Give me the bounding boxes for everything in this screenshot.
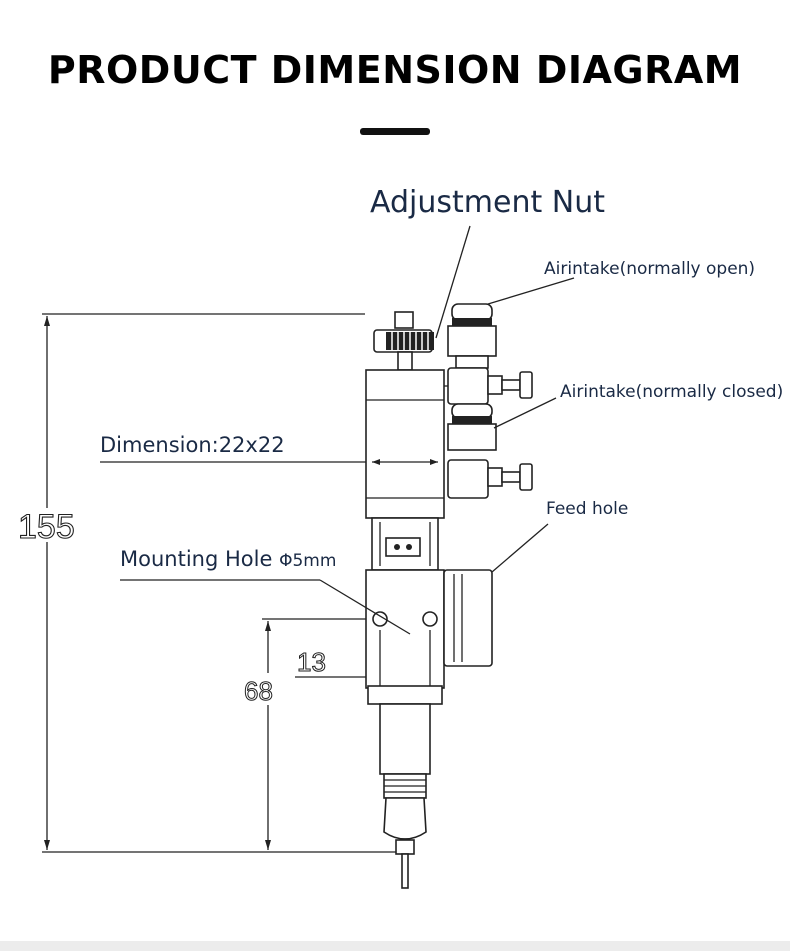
valve-body xyxy=(365,303,533,889)
total-height-value: 155 xyxy=(18,508,75,546)
footer-strip xyxy=(0,941,790,951)
leader-lines xyxy=(100,225,575,635)
title-underline xyxy=(360,128,430,135)
dimension-label: Dimension:22x22 xyxy=(100,433,285,457)
mounting-hole-label: Mounting Hole Φ5mm xyxy=(120,547,336,571)
airintake-closed-label: Airintake(normally closed) xyxy=(560,382,783,402)
adjustment-nut-label: Adjustment Nut xyxy=(370,185,605,220)
lower-height-dimension: 68 xyxy=(244,618,378,850)
hole-spacing-value: 13 xyxy=(297,647,326,677)
feed-hole-label: Feed hole xyxy=(546,499,628,519)
airintake-open-label: Airintake(normally open) xyxy=(544,259,755,279)
page-title: PRODUCT DIMENSION DIAGRAM xyxy=(47,48,743,92)
lower-height-value: 68 xyxy=(244,676,273,706)
total-height-dimension: 155 xyxy=(17,313,405,853)
